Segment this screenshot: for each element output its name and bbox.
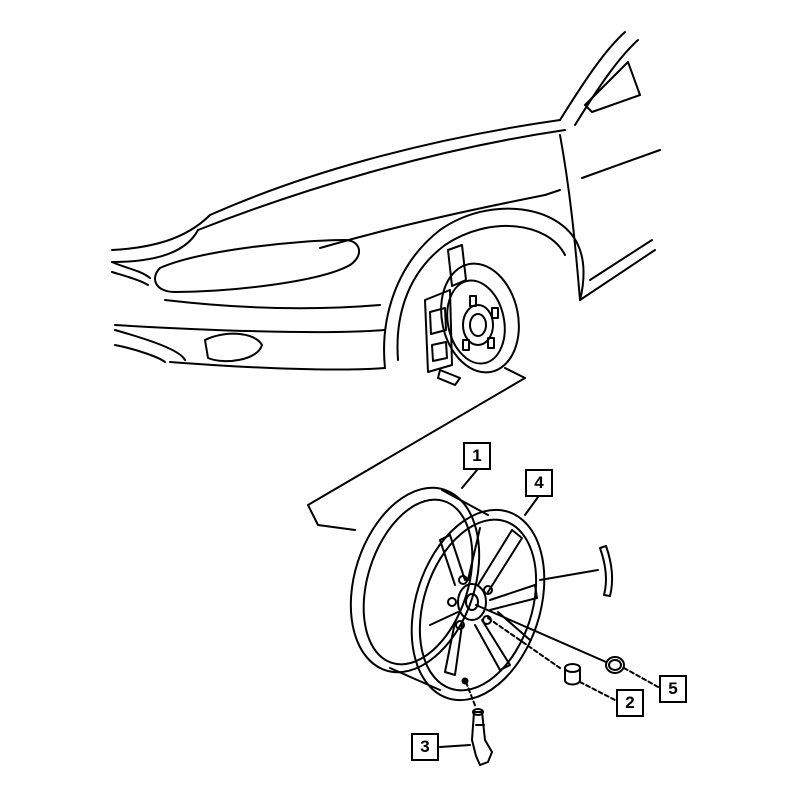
callout-1: 1 bbox=[463, 442, 491, 470]
callout-2: 2 bbox=[616, 689, 644, 717]
car-body bbox=[111, 31, 661, 371]
callout-5: 5 bbox=[659, 675, 687, 703]
callout-label-3: 3 bbox=[420, 737, 430, 756]
callout-label-2: 2 bbox=[625, 693, 635, 712]
callout-label-4: 4 bbox=[534, 473, 544, 492]
balance-weight bbox=[539, 545, 614, 597]
callout-4: 4 bbox=[525, 469, 553, 497]
brake-rotor-hub bbox=[424, 244, 520, 386]
washer bbox=[475, 604, 661, 689]
callout-label-5: 5 bbox=[668, 679, 678, 698]
wheel-rim bbox=[349, 486, 546, 702]
callout-3: 3 bbox=[411, 733, 439, 761]
callout-label-1: 1 bbox=[472, 446, 482, 465]
callout-4-line bbox=[524, 496, 539, 516]
lug-nut bbox=[487, 617, 616, 701]
callout-1-line bbox=[461, 469, 478, 489]
valve-stem bbox=[439, 681, 493, 766]
leader-line-mount bbox=[307, 367, 526, 531]
